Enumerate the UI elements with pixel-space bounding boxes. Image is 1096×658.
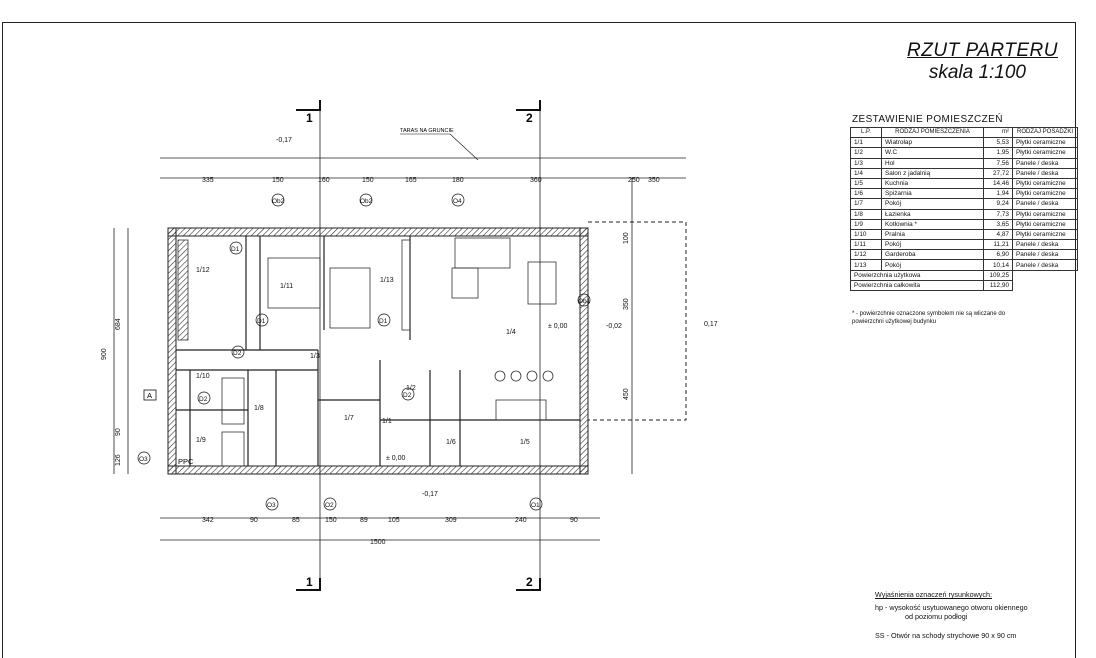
room-1-4: 1/4	[506, 329, 516, 336]
dim-bottom-1: 90	[250, 517, 258, 524]
legend-hp-line-2: od poziomu podłogi	[905, 612, 968, 621]
marker-d1-b: D1	[257, 318, 266, 325]
rooms-table-title: ZESTAWIENIE POMIESZCZEŃ	[852, 114, 1003, 125]
level-entry: -0,17	[422, 491, 438, 498]
marker-o3-bottom: O3	[267, 502, 276, 509]
dim-right-1: 350	[623, 298, 630, 310]
dim-bottom-3: 150	[325, 517, 337, 524]
dim-bottom-7: 240	[515, 517, 527, 524]
cell-floor: Panele / deska	[1012, 259, 1078, 271]
dim-right-0: 100	[623, 232, 630, 244]
section-mark-top-1: 1	[306, 111, 313, 125]
dims-vertical: 684 900 90 126 100 350 450	[101, 232, 630, 466]
room-1-5: 1/5	[520, 439, 530, 446]
room-labels: 1/1 1/2 1/3 1/4 1/5 1/6 1/7 1/8 1/9 1/10…	[196, 267, 530, 446]
terrace-label-text: TARAS NA GRUNCIE	[400, 128, 454, 134]
marker-ob1: Ob1	[578, 298, 591, 305]
outer-walls	[167, 227, 589, 475]
marker-d1-c: D1	[379, 318, 388, 325]
level-living: ± 0,00	[548, 323, 568, 330]
dim-top-8: 350	[648, 177, 660, 184]
inner-walls	[176, 236, 580, 466]
drawing-frame	[2, 22, 1076, 658]
dim-top-7: 250	[628, 177, 640, 184]
marker-o2: O2	[325, 502, 334, 509]
section-marks: 1 2 1 2	[296, 100, 541, 591]
level-markers: -0,17 ± 0,00 -0,02 0,17 ± 0,00 -0,17	[276, 137, 718, 498]
room-1-11: 1/11	[280, 283, 293, 290]
marker-d1-a: D1	[231, 246, 240, 253]
terrace-outline	[588, 221, 687, 421]
dimension-lines	[113, 110, 686, 590]
dim-bottom-5: 105	[388, 517, 400, 524]
room-1-9: 1/9	[196, 437, 206, 444]
rooms-table: L.P. RODZAJ POMIESZCZENIA m² RODZAJ POSA…	[850, 126, 1078, 292]
section-mark-bottom-1: 1	[306, 575, 313, 589]
terrace-label: TARAS NA GRUNCIE	[400, 128, 479, 161]
marker-ob2-b: Ob2	[360, 198, 373, 205]
dim-bottom-8: 90	[570, 517, 578, 524]
dim-bottom-2: 85	[292, 517, 300, 524]
dim-bottom-0: 342	[202, 517, 214, 524]
dim-left-0: 684	[115, 318, 122, 330]
dim-top-5: 180	[452, 177, 464, 184]
dims-bottom: 342 90 85 150 89 105 309 240 90 1500	[202, 517, 578, 546]
dim-bottom-6: 309	[445, 517, 457, 524]
legend-title: Wyjaśnienia oznaczeń rysunkowych:	[875, 590, 992, 599]
marker-ob2-a: Ob2	[272, 198, 285, 205]
marker-o1: O1	[531, 502, 540, 509]
legend: Wyjaśnienia oznaczeń rysunkowych: hp - w…	[875, 590, 1028, 640]
table-note: * - powierzchnie oznaczone symbolem nie …	[852, 311, 1006, 325]
marker-d2-b: D2	[199, 396, 208, 403]
misc-labels: PPC A	[143, 389, 194, 466]
section-a-label: A	[147, 391, 152, 400]
marker-d2-c: D2	[403, 392, 412, 399]
room-1-12: 1/12	[196, 267, 210, 274]
dim-top-1: 150	[272, 177, 284, 184]
dim-left-2: 90	[115, 428, 122, 436]
room-1-6: 1/6	[446, 439, 456, 446]
dim-right-2: 450	[623, 388, 630, 400]
marker-o4: O4	[453, 198, 462, 205]
drawing-title: RZUT PARTERU	[907, 40, 1058, 61]
room-1-1: 1/1	[382, 418, 392, 425]
room-1-7: 1/7	[344, 415, 354, 422]
dim-top-4: 165	[405, 177, 417, 184]
room-1-13: 1/13	[380, 277, 394, 284]
room-1-3: 1/3	[310, 353, 320, 360]
opening-markers: D1 D1 D1 D2 D2 D2 O1 O2 O3 O3 O4 Ob1 Ob2…	[137, 193, 591, 511]
dim-top-3: 150	[362, 177, 374, 184]
room-1-10: 1/10	[196, 373, 210, 380]
dim-left-1: 900	[101, 348, 108, 360]
dims-top: 335 150 160 150 165 180 360 250 350	[202, 177, 660, 184]
room-1-8: 1/8	[254, 405, 264, 412]
legend-ss-line: SS - Otwór na schody strychowe 90 x 90 c…	[875, 631, 1017, 640]
drawing-scale: skala 1:100	[928, 62, 1026, 83]
dim-top-0: 335	[202, 177, 214, 184]
dim-top-6: 360	[530, 177, 542, 184]
section-mark-top-2: 2	[526, 111, 533, 125]
ppc-label: PPC	[178, 457, 194, 466]
level-terrace: -0,02	[606, 323, 622, 330]
level-hall: ± 0,00	[386, 455, 406, 462]
marker-d2-a: D2	[233, 350, 242, 357]
level-right: 0,17	[704, 321, 718, 328]
dim-left-3: 126	[115, 454, 122, 466]
legend-hp-line: hp - wysokość usytuowanego otworu okienn…	[875, 603, 1028, 612]
marker-o3-left: O3	[139, 456, 148, 463]
summary-value: 112,90	[983, 279, 1013, 292]
section-mark-bottom-2: 2	[526, 575, 533, 589]
level-top: -0,17	[276, 137, 292, 144]
dim-total: 1500	[370, 539, 386, 546]
dim-top-2: 160	[318, 177, 330, 184]
dim-bottom-4: 89	[360, 517, 368, 524]
